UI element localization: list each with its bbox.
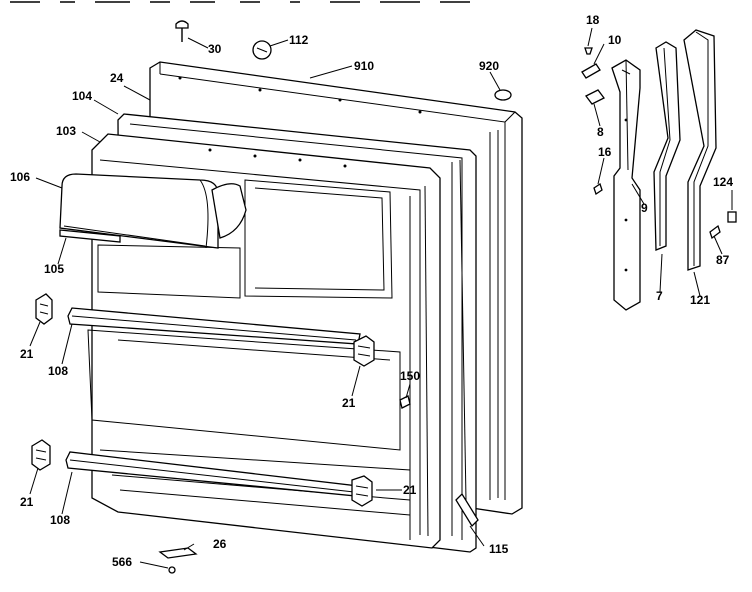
callout-18: 18 bbox=[586, 13, 600, 27]
hinge-pin-10 bbox=[581, 63, 601, 79]
callout-124: 124 bbox=[713, 175, 733, 189]
butter-door-hinge bbox=[59, 229, 121, 243]
bushing-8 bbox=[585, 89, 605, 105]
callout-10: 10 bbox=[608, 33, 622, 47]
callout-26: 26 bbox=[213, 537, 227, 551]
callout-910: 910 bbox=[354, 59, 374, 73]
callout-106: 106 bbox=[10, 170, 30, 184]
screw-30 bbox=[175, 20, 189, 42]
door-stop-strip bbox=[455, 159, 479, 528]
callout-labels: 30 112 910 920 24 104 103 106 105 21 108… bbox=[10, 13, 733, 569]
callout-21-right-lower: 21 bbox=[403, 483, 417, 497]
callout-87: 87 bbox=[716, 253, 730, 267]
hinge-cover-26 bbox=[158, 547, 198, 559]
callout-920: 920 bbox=[479, 59, 499, 73]
screw-18 bbox=[584, 47, 593, 55]
handle-strip-121 bbox=[683, 29, 717, 271]
callout-108-upper: 108 bbox=[48, 364, 68, 378]
leader-lines bbox=[29, 27, 733, 569]
callout-108-lower: 108 bbox=[50, 513, 70, 527]
callout-21-right-upper: 21 bbox=[342, 396, 356, 410]
handle-strip-7 bbox=[653, 41, 681, 251]
screw-87 bbox=[709, 224, 721, 240]
butter-compartment-door bbox=[59, 173, 247, 249]
callout-104: 104 bbox=[72, 89, 92, 103]
callout-21-left-lower: 21 bbox=[20, 495, 34, 509]
callout-7: 7 bbox=[656, 289, 663, 303]
callout-150: 150 bbox=[400, 369, 420, 383]
callout-9: 9 bbox=[641, 201, 648, 215]
plug-button-112 bbox=[252, 40, 272, 60]
callout-112: 112 bbox=[289, 33, 309, 47]
callout-105: 105 bbox=[44, 262, 64, 276]
screw-16 bbox=[593, 182, 603, 196]
shelf-support-right-upper bbox=[353, 335, 375, 367]
callout-21-left-upper: 21 bbox=[20, 347, 34, 361]
callout-8: 8 bbox=[597, 125, 604, 139]
callout-30: 30 bbox=[208, 42, 222, 56]
screw-566 bbox=[168, 566, 176, 574]
clip-150 bbox=[399, 395, 411, 409]
shelf-support-left-upper bbox=[35, 293, 53, 325]
plug-124 bbox=[727, 211, 737, 223]
callout-115: 115 bbox=[489, 542, 509, 556]
callout-566: 566 bbox=[112, 555, 132, 569]
shelf-support-right-lower bbox=[351, 475, 373, 507]
plug-920 bbox=[494, 89, 512, 101]
callout-103: 103 bbox=[56, 124, 76, 138]
callout-121: 121 bbox=[690, 293, 710, 307]
hinge-bracket-9 bbox=[611, 59, 641, 311]
callout-16: 16 bbox=[598, 145, 612, 159]
shelf-support-left-lower bbox=[31, 439, 51, 471]
callout-24: 24 bbox=[110, 71, 124, 85]
